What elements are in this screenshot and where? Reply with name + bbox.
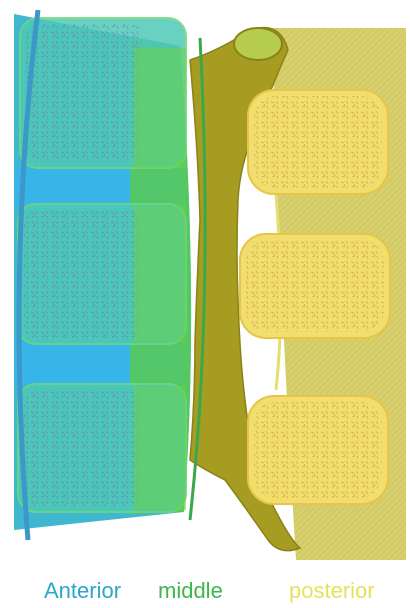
label-anterior: Anterior bbox=[44, 578, 121, 604]
facet-joint bbox=[234, 28, 282, 60]
label-middle: middle bbox=[158, 578, 223, 604]
column-labels: Anterior middle posterior bbox=[0, 578, 410, 608]
label-posterior: posterior bbox=[289, 578, 375, 604]
